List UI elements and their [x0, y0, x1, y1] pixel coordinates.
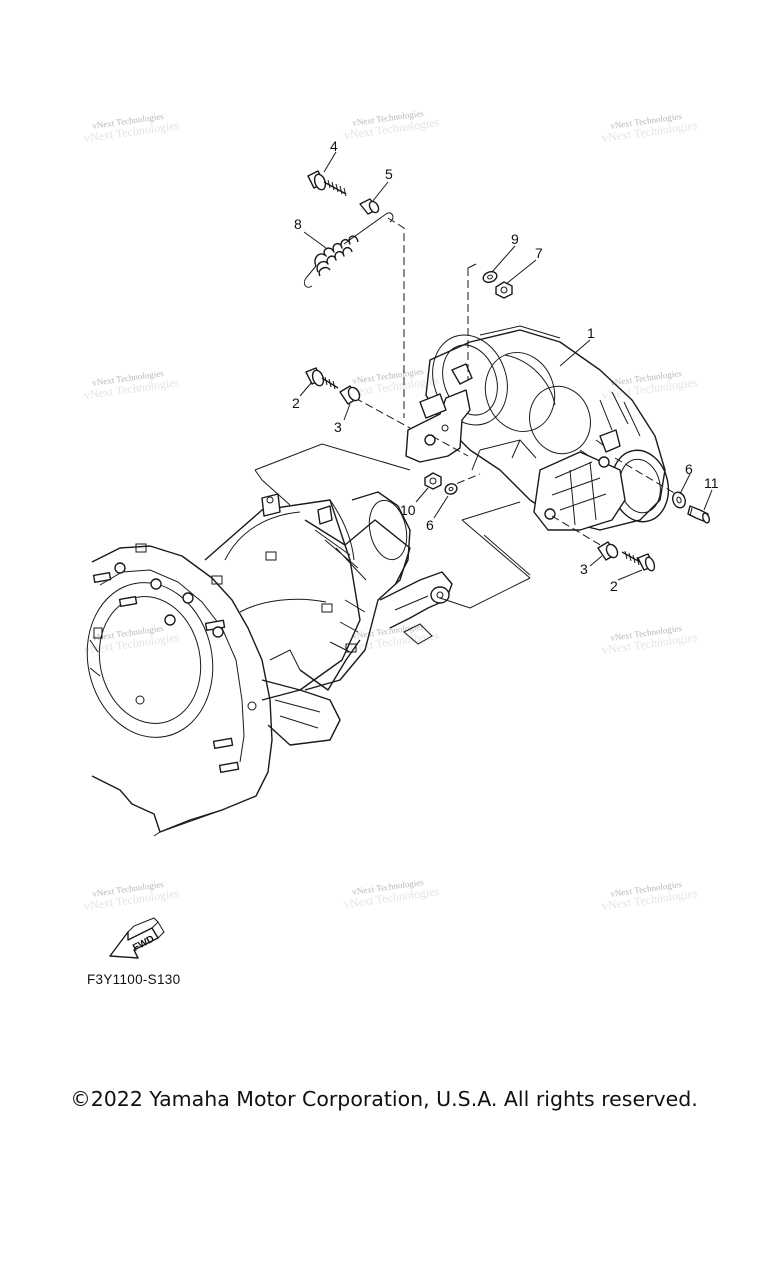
callout-5: 5 [385, 166, 393, 182]
callout-2-lower: 2 [610, 578, 618, 594]
mating-outline-right [439, 501, 531, 609]
mounting-stud [164, 592, 194, 626]
callout-3-lower: 3 [580, 561, 588, 577]
fwd-arrow-icon: FWD [109, 917, 165, 959]
bolt-part-2-lower [621, 550, 656, 572]
mounting-stud [92, 562, 126, 584]
callout-9: 9 [511, 231, 519, 247]
mounting-stud [118, 578, 162, 608]
callout-11: 11 [704, 475, 719, 491]
spring-part-8 [303, 212, 394, 288]
callout-3-upper: 3 [334, 419, 342, 435]
callout-2-upper: 2 [292, 395, 300, 411]
mounting-stud [212, 737, 240, 774]
callout-numbers: 4 5 8 9 7 1 2 3 10 6 6 11 3 2 [292, 138, 719, 594]
steering-nozzle-housing [405, 325, 670, 531]
washer-part-6-lower [444, 483, 458, 495]
callout-7: 7 [535, 245, 543, 261]
callout-6-lower: 6 [426, 517, 434, 533]
copyright-notice: ©2022 Yamaha Motor Corporation, U.S.A. A… [70, 1087, 698, 1111]
nut-part-10 [424, 472, 442, 490]
washer-part-6-right [672, 491, 686, 509]
washer-part-9 [482, 271, 498, 283]
callout-1: 1 [587, 325, 595, 341]
callout-10: 10 [400, 502, 416, 518]
callout-6-right: 6 [685, 461, 693, 477]
fitting-part-11 [687, 505, 710, 524]
mounting-stud [204, 619, 226, 638]
bolt-part-2-upper [305, 367, 339, 390]
assembly-lines [354, 217, 677, 547]
collar-part-3-lower [597, 541, 619, 561]
leader-lines [299, 151, 713, 581]
callout-8: 8 [294, 216, 302, 232]
mating-outline-left [254, 443, 411, 506]
callout-4: 4 [330, 138, 338, 154]
collar-part-3-upper [339, 385, 361, 405]
figure-code: F3Y1100-S130 [87, 972, 181, 987]
nut-part-7 [495, 281, 513, 299]
jet-pump-housing [86, 491, 453, 837]
collar-part-5 [359, 198, 380, 215]
bolt-part-4 [307, 170, 347, 197]
